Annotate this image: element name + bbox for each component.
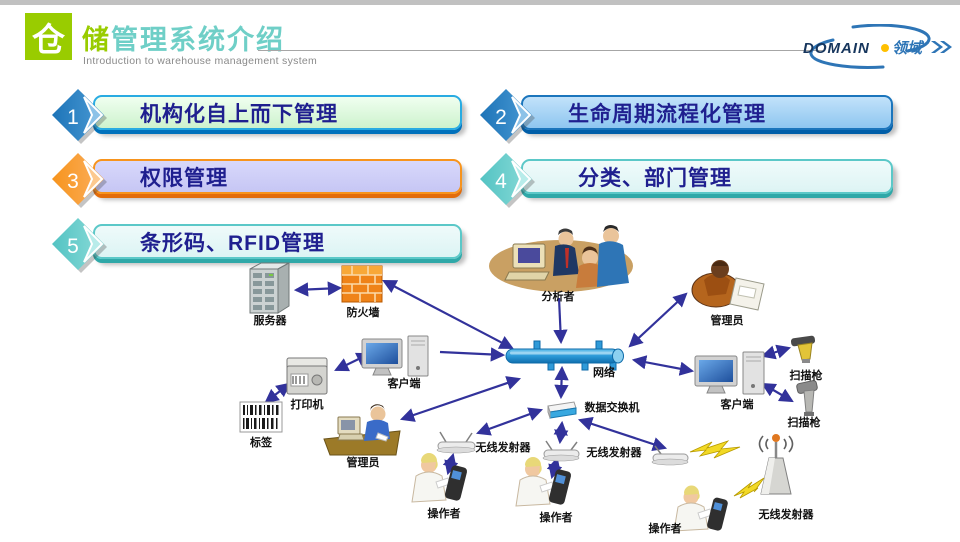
wireless-router-1-icon	[436, 431, 476, 454]
logo-text-en: DOMAIN	[803, 40, 870, 57]
network-icon	[505, 340, 624, 371]
label-wireless-1: 无线发射器	[475, 442, 531, 454]
server-icon	[249, 262, 290, 314]
label-admin-top: 管理员	[710, 315, 744, 327]
banner-label-4: 分类、部门管理	[578, 165, 732, 190]
data-switch-icon	[547, 401, 577, 419]
label-data-switch: 数据交换机	[584, 402, 640, 414]
label-barcode: 标签	[250, 437, 272, 449]
banner-number-1: 1	[67, 106, 79, 129]
top-divider-bar	[0, 0, 960, 5]
client-left-icon	[361, 335, 429, 377]
warehouse-badge-icon: 仓	[25, 13, 72, 60]
small-lightning-icon	[733, 477, 765, 499]
label-scanner-2: 扫描枪	[787, 417, 821, 429]
client-right-icon	[694, 351, 765, 395]
label-firewall: 防火墙	[346, 307, 380, 319]
banner-number-3: 3	[67, 170, 79, 193]
scanner-1-icon	[790, 335, 816, 363]
banner-diamond-4: 4	[480, 153, 535, 208]
label-network: 网络	[593, 367, 615, 379]
logo-chevrons-icon	[931, 41, 952, 53]
logo-swoosh-icon: DOMAIN 领域	[803, 24, 952, 69]
label-operator-2: 操作者	[539, 512, 573, 524]
label-client-right: 客户端	[720, 399, 754, 411]
banner-diamond-2: 2	[480, 89, 535, 144]
header-rule	[258, 50, 825, 51]
lightning-icon	[689, 440, 741, 459]
banner-bar-2: 生命周期流程化管理	[521, 95, 893, 130]
banner-diamond-1: 1	[52, 89, 107, 144]
banner-label-1: 机构化自上而下管理	[140, 101, 338, 126]
label-admin-left: 管理员	[346, 457, 380, 469]
banner-bar-1: 机构化自上而下管理	[93, 95, 462, 130]
banner-number-5: 5	[67, 235, 79, 258]
connection-arrows	[264, 280, 794, 480]
operator-2-icon	[515, 457, 572, 507]
firewall-icon	[341, 265, 383, 303]
label-operator-1: 操作者	[427, 508, 461, 520]
banner-number-4: 4	[495, 170, 507, 193]
banner-diamond-5: 5	[52, 218, 107, 273]
badge-char: 仓	[32, 22, 65, 59]
banner-number-2: 2	[495, 106, 507, 129]
operator-3-icon	[673, 485, 728, 532]
banner-item-5: 条形码、RFID管理 5	[49, 215, 479, 273]
banner-item-3: 权限管理 3	[49, 150, 479, 208]
banner-label-5: 条形码、RFID管理	[140, 231, 325, 255]
label-scanner-1: 扫描枪	[789, 370, 823, 382]
banner-item-4: 分类、部门管理 4	[477, 150, 907, 208]
banner-label-2: 生命周期流程化管理	[568, 101, 766, 126]
wireless-tower-icon	[758, 434, 794, 495]
label-operator-3: 操作者	[648, 523, 682, 535]
wireless-router-2-icon	[542, 440, 580, 462]
banner-bar-5: 条形码、RFID管理	[93, 224, 462, 259]
banner-label-3: 权限管理	[140, 166, 228, 190]
printer-icon	[286, 357, 328, 395]
admin-top-icon	[691, 260, 765, 311]
title-accent: 储	[82, 25, 111, 55]
title-rest: 管理系统介绍	[111, 25, 285, 55]
label-analyst: 分析者	[541, 291, 575, 303]
operator-1-icon	[411, 453, 468, 503]
logo-text-cn: 领域	[892, 40, 925, 57]
wireless-router-3-icon	[651, 445, 689, 466]
admin-left-icon	[323, 404, 401, 456]
banner-bar-3: 权限管理	[93, 159, 462, 194]
label-printer: 打印机	[290, 399, 324, 411]
page-title: 储管理系统介绍	[82, 18, 285, 57]
label-wireless-tower: 无线发射器	[758, 509, 814, 521]
label-client-left: 客户端	[387, 378, 421, 390]
banner-item-2: 生命周期流程化管理 2	[477, 86, 907, 144]
banner-diamond-3: 3	[52, 153, 107, 208]
logo-dot	[881, 44, 889, 52]
company-logo: DOMAIN 领域	[795, 24, 955, 70]
banner-item-1: 机构化自上而下管理 1	[49, 86, 479, 144]
page-subtitle: Introduction to warehouse management sys…	[83, 55, 318, 67]
barcode-icon	[239, 401, 283, 433]
analysts-icon	[489, 225, 633, 292]
label-wireless-2: 无线发射器	[586, 447, 642, 459]
label-server: 服务器	[253, 315, 287, 327]
scanner-2-icon	[796, 380, 818, 416]
banner-bar-4: 分类、部门管理	[521, 159, 893, 194]
